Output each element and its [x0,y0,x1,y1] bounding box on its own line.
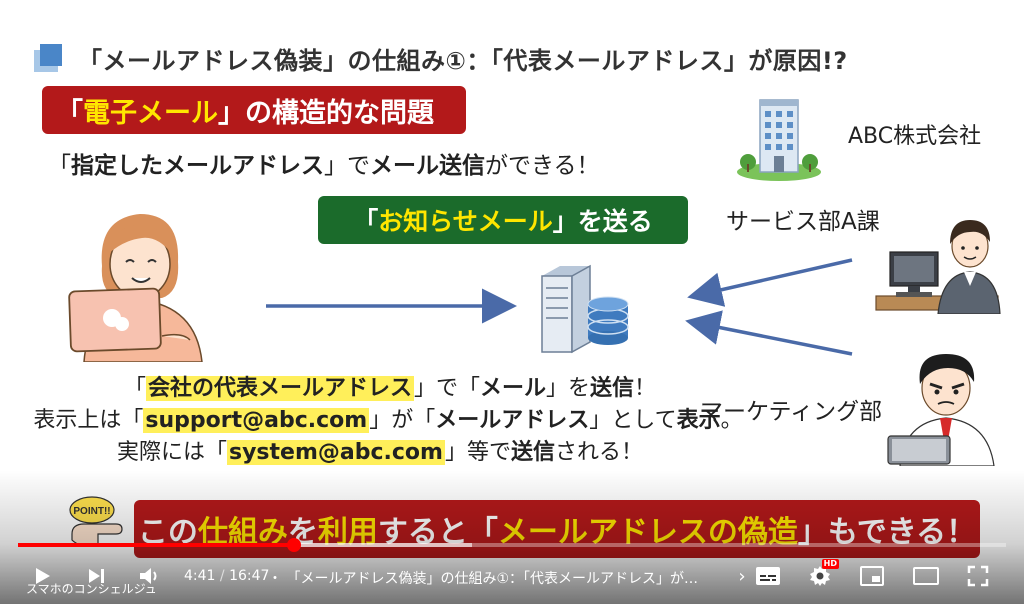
volume-button[interactable] [134,560,166,592]
office-building-icon [737,99,821,181]
desc-bold: メールアドレス [435,408,590,433]
next-icon [89,569,104,583]
desc-highlight: system@abc.com [227,440,445,465]
subtitles-icon [756,567,780,585]
desc-text: ！ [634,376,657,401]
conclusion-banner: この仕組みを利用すると「メールアドレスの偽造」もできる！ [134,500,980,558]
theater-button[interactable] [910,560,942,592]
desc-bold: 送信 [590,376,635,401]
play-button[interactable] [26,560,58,592]
problem-banner: 「電子メール」の構造的な問題 [42,86,466,134]
chapter-title[interactable]: ・ 「メールアドレス偽装」の仕組み①：「代表メールアドレス」が… [268,568,738,588]
slide-title-text: 「メールアドレス偽装」の仕組み①：「代表メールアドレス」が原因!? [78,46,848,75]
subheading: 「指定したメールアドレス」でメール送信ができる！ [48,146,600,180]
flow-arrows [266,258,853,356]
slide-title: 「メールアドレス偽装」の仕組み①：「代表メールアドレス」が原因!? [34,38,848,78]
settings-button[interactable]: HD [804,559,839,592]
desc-line-1: 「会社の代表メールアドレス」で「メール」を送信！ [10,370,770,402]
banner-text: 「 [56,97,83,129]
title-square-icon [34,44,68,72]
duration: 16:47 [229,568,270,584]
desc-text: される！ [555,440,644,465]
notice-banner: 「お知らせメール」を送る [318,196,688,244]
settings-icon [810,566,830,586]
banner-highlight: お知らせメール [378,207,553,236]
fullscreen-button[interactable] [962,560,994,592]
subheading-bold: メール送信 [370,153,485,179]
miniplayer-button[interactable] [856,560,888,592]
desc-text: 実際には「 [116,440,227,465]
desc-text: 」を [546,376,591,401]
banner-text: 」の構造的な問題 [218,97,434,129]
time-display: 4:41 / 16:47 [184,568,269,584]
subheading-bold: 指定したメールアドレス [71,153,324,179]
desc-text: 表示上は「 [33,408,144,433]
player-controls: 4:41 / 16:47 ・ 「メールアドレス偽装」の仕組み①：「代表メールアド… [0,556,1024,596]
recipient-woman-icon [68,214,203,362]
banner-text: 「 [353,207,379,236]
marketing-dept-label: マーケティング部 [700,399,883,425]
point-label: POINT!! [73,506,110,517]
subheading-text: 「 [48,153,71,179]
service-dept-label: サービス部A課 [726,209,880,235]
desc-text: 」で「 [413,376,480,401]
volume-icon [140,568,157,584]
desc-text: 」が「 [369,408,436,433]
progress-scrubber[interactable] [286,538,301,552]
progress-bar[interactable] [18,538,1006,552]
hd-badge: HD [821,559,839,569]
marketing-man-icon [887,354,995,466]
theater-icon [913,567,939,585]
point-hand-icon: POINT!! [69,496,123,547]
banner-text: 」を送る [552,207,653,236]
mail-server-icon [541,264,629,354]
channel-watermark: スマホのコンシェルジュ [26,582,157,596]
chapter-text: ・ 「メールアドレス偽装」の仕組み①：「代表メールアドレス」が… [268,571,698,587]
play-icon [36,568,50,584]
fullscreen-icon [967,565,989,587]
desc-text: 」として [589,408,677,433]
progress-played [18,543,294,547]
desc-bold: 表示 [676,408,721,433]
subtitles-button[interactable] [752,560,784,592]
subheading-text: 」で [324,153,370,179]
next-button[interactable] [80,560,112,592]
banner-highlight: 電子メール [83,97,218,129]
desc-bold: メール [479,376,546,401]
miniplayer-icon [860,566,884,586]
desc-highlight: support@abc.com [143,408,370,433]
office-worker-icon [875,220,1001,314]
desc-text: 「 [123,376,146,401]
chevron-right-icon: › [738,565,746,587]
desc-text: 。 [720,408,743,433]
desc-text: 」等で [444,440,511,465]
chapter-chevron[interactable]: › [732,560,752,592]
subheading-text: ができる！ [485,153,600,179]
time-separator: / [215,568,230,584]
desc-line-3: 実際には「system@abc.com」等で送信される！ [0,434,760,466]
company-label: ABC株式会社 [848,124,982,149]
desc-bold: 送信 [510,440,555,465]
current-time: 4:41 [184,568,216,584]
desc-line-2: 表示上は「support@abc.com」が「メールアドレス」として表示。 [8,402,768,434]
desc-highlight: 会社の代表メールアドレス [145,376,414,401]
